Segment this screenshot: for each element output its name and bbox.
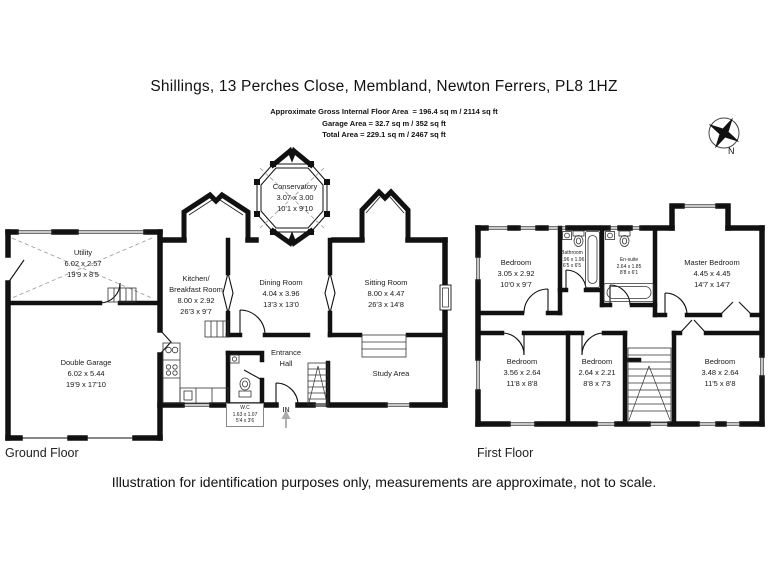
gf-exterior-walls bbox=[5, 229, 448, 441]
room-label-entrance-hall: Entrance Hall bbox=[270, 348, 302, 368]
ff-bathroom-fixtures bbox=[562, 230, 655, 302]
room-label-en-suite: En-suite 2.64 x 1.85 8'8 x 6'1 bbox=[616, 257, 642, 276]
disclaimer-text: Illustration for identification purposes… bbox=[111, 474, 657, 490]
room-label-bedroom-2: Bedroom 3.56 x 2.64 11'8 x 8'8 bbox=[503, 357, 541, 388]
room-label-double-garage: Double Garage 6.02 x 5.44 19'9 x 17'10 bbox=[60, 358, 112, 389]
entrance-arrow-icon bbox=[281, 410, 291, 428]
gf-conservatory bbox=[254, 161, 330, 235]
room-label-bedroom-4: Bedroom 3.48 x 2.64 11'5 x 8'8 bbox=[701, 357, 739, 388]
room-label-dining-room: Dining Room 4.04 x 3.96 13'3 x 13'0 bbox=[259, 278, 303, 309]
garage-area-line: Garage Area = 32.7 sq m / 352 sq ft bbox=[322, 118, 446, 128]
room-label-bathroom: Bathroom 1.96 x 1.96 6'5 x 6'5 bbox=[559, 250, 585, 269]
area-summary: Approximate Gross Internal Floor Area = … bbox=[0, 106, 768, 141]
first-floor-caption: First Floor bbox=[477, 446, 534, 460]
ff-stairs bbox=[627, 347, 672, 423]
compass-north-label: N bbox=[728, 146, 735, 156]
room-label-utility: Utility 6.02 x 2.57 19'9 x 8'5 bbox=[64, 248, 102, 279]
page-title: Shillings, 13 Perches Close, Membland, N… bbox=[150, 78, 618, 95]
compass-icon bbox=[708, 117, 740, 149]
room-label-bedroom-1: Bedroom 3.05 x 2.92 10'0 x 9'7 bbox=[497, 258, 535, 289]
gf-fixtures bbox=[162, 342, 252, 404]
room-label-sitting-room: Sitting Room 8.00 x 4.47 26'3 x 14'8 bbox=[364, 278, 408, 309]
room-label-wc: W.C 1.63 x 1.07 5'4 x 3'6 bbox=[226, 403, 264, 427]
room-label-master-bedroom: Master Bedroom 4.45 x 4.45 14'7 x 14'7 bbox=[684, 258, 740, 289]
room-label-bedroom-3: Bedroom 2.64 x 2.21 8'8 x 7'3 bbox=[578, 357, 616, 388]
gf-stairs bbox=[107, 287, 407, 406]
gf-doors bbox=[7, 259, 336, 439]
total-area-line: Total Area = 229.1 sq m / 2467 sq ft bbox=[322, 130, 446, 139]
gf-interior-walls bbox=[5, 237, 448, 408]
room-label-kitchen: Kitchen/ Breakfast Room 8.00 x 2.92 26'3… bbox=[169, 274, 223, 316]
ff-windows bbox=[476, 204, 764, 426]
gross-area-line: Approximate Gross Internal Floor Area = … bbox=[270, 107, 498, 116]
room-label-conservatory: Conservatory 3.07 x 3.00 10'1 x 9'10 bbox=[272, 182, 318, 213]
gf-bay-windows bbox=[181, 146, 411, 247]
entrance-in-label: IN bbox=[282, 407, 290, 414]
room-label-study-area: Study Area bbox=[372, 369, 410, 378]
first-floor-plan bbox=[475, 203, 765, 427]
ground-floor-caption: Ground Floor bbox=[5, 446, 79, 460]
ff-interior-walls bbox=[475, 225, 765, 427]
gf-windows bbox=[16, 196, 452, 407]
ground-floor-plan bbox=[5, 146, 452, 441]
